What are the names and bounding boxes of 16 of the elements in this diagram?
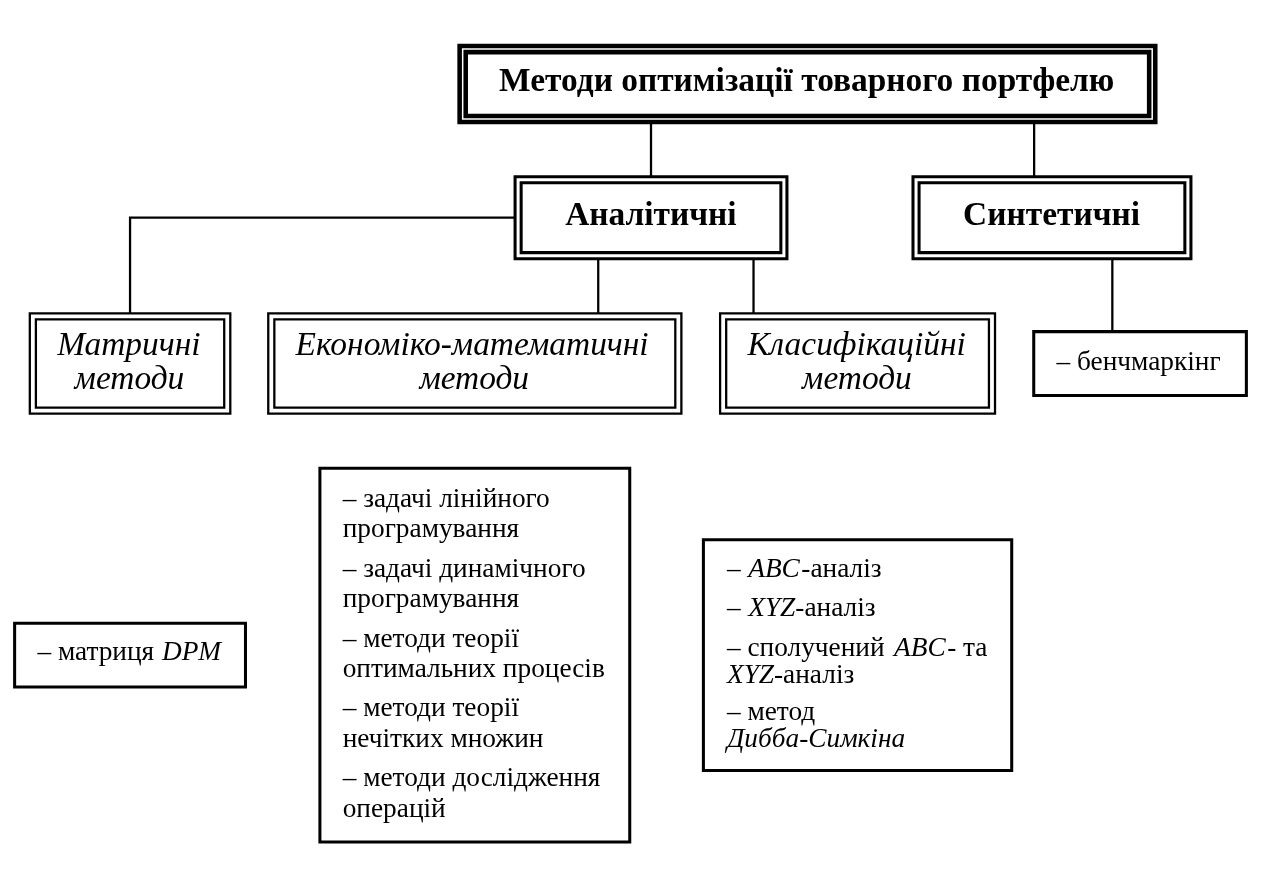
- connector: [128, 216, 515, 314]
- node-box: – бенчмаркінг: [1032, 330, 1248, 397]
- node-box: Аналітичні: [513, 175, 789, 261]
- node-box: Методи оптимізації товарного портфелю: [457, 43, 1158, 125]
- node-box: – матриця DPM: [13, 621, 247, 689]
- node-box: Класифікаційні методи: [718, 312, 997, 415]
- connector: [1111, 259, 1114, 332]
- connector: [597, 259, 600, 314]
- connector: [649, 122, 653, 177]
- node-box: Синтетичні: [911, 175, 1193, 261]
- node-box: – задачі лінійного програмування – задачі динамічного програмування – методи теорії оптимальних процесів – методи теорії нечітких множин – методи дослідження операцій: [318, 466, 632, 844]
- node-box: Матричні методи: [28, 312, 232, 415]
- node-box: – ABC-аналіз – XYZ-аналіз – сполучений ABC- та XYZ-аналіз – метод Дибба-Симкіна: [701, 538, 1014, 773]
- node-box: Економіко-математичні методи: [267, 312, 683, 415]
- connector: [1032, 122, 1036, 177]
- connector: [752, 259, 755, 314]
